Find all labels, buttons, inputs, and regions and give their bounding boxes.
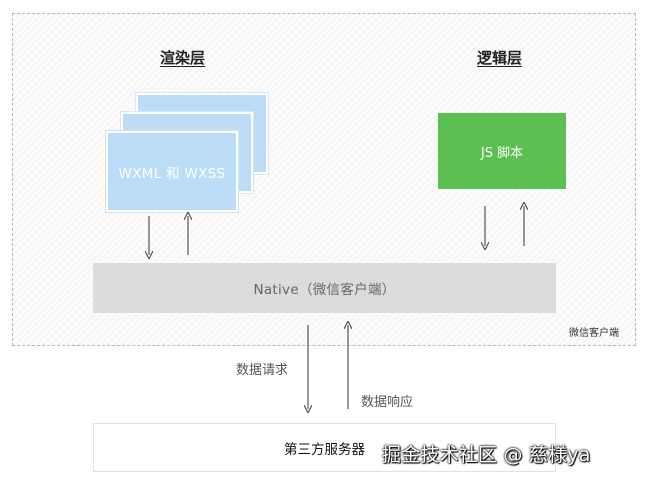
server-label: 第三方服务器: [284, 441, 365, 458]
render-card-wxml-wxss: WXML 和 WXSS: [106, 131, 238, 212]
client-frame-label: 微信客户端: [569, 328, 619, 339]
render-card-label: WXML 和 WXSS: [118, 165, 226, 182]
third-party-server-box: 第三方服务器: [93, 423, 556, 472]
response-label: 数据响应: [361, 395, 414, 410]
logic-layer-title: 逻辑层: [477, 49, 523, 67]
logic-card-label: JS 脚本: [480, 145, 524, 161]
render-layer-title: 渲染层: [160, 49, 206, 67]
watermark: 掘金技术社区 @ 慈様ya: [382, 444, 591, 466]
native-label: Native（微信客户端）: [253, 282, 396, 298]
logic-card-js: JS 脚本: [438, 113, 566, 189]
native-bar: Native（微信客户端）: [93, 263, 556, 313]
request-label: 数据请求: [236, 363, 289, 378]
